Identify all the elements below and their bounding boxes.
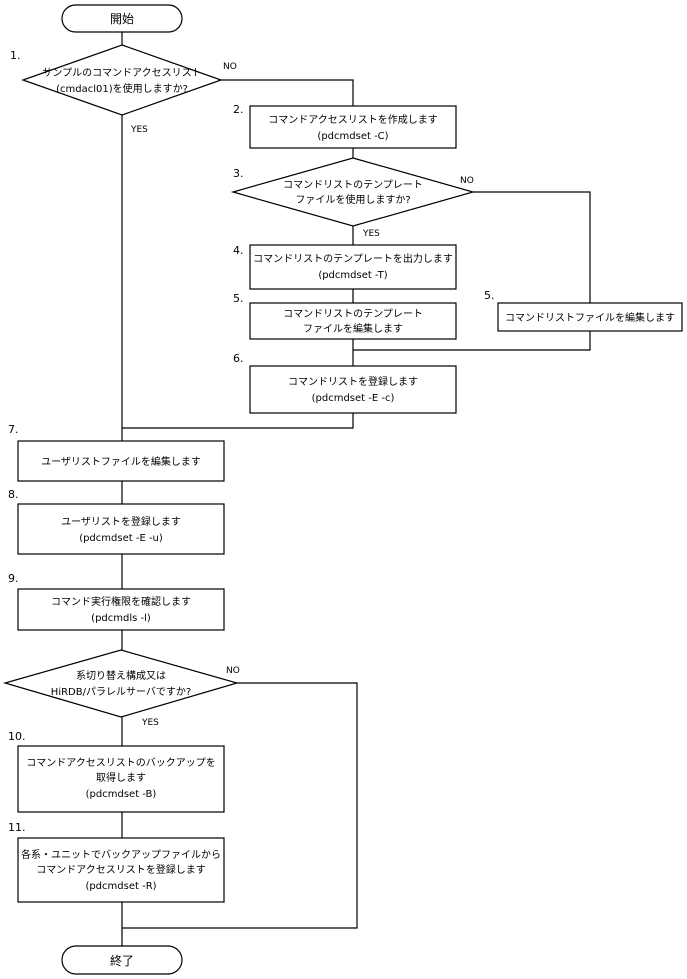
process-9: 9. コマンド実行権限を確認します (pdcmdls -l): [8, 572, 225, 631]
step-number: 2.: [233, 103, 244, 116]
decision-cluster-line1: 系切り替え構成又は: [76, 669, 166, 682]
process-11-line1: 各系・ユニットでバックアップファイルから: [21, 848, 221, 861]
step-number: 10.: [8, 730, 26, 743]
no-label: NO: [223, 62, 237, 72]
process-5a-line2: ファイルを編集します: [303, 322, 403, 335]
process-10-line2: 取得します: [96, 772, 146, 784]
process-8-line1: ユーザリストを登録します: [61, 515, 181, 528]
step-number: 4.: [233, 244, 244, 257]
process-10-line1: コマンドアクセスリストのバックアップを: [26, 757, 216, 769]
decision-cluster: 系切り替え構成又は HiRDB/パラレルサーバですか? NO YES: [2, 649, 240, 728]
process-10-line3: (pdcmdset -B): [86, 789, 157, 800]
decision-1: 1. サンプルのコマンドアクセスリスト (cmdacl01)を使用しますか? N…: [10, 44, 237, 135]
no-label: NO: [460, 176, 474, 186]
process-8: 8. ユーザリストを登録します (pdcmdset -E -u): [8, 488, 225, 555]
step-number: 1.: [10, 49, 21, 62]
start-terminator: 開始: [61, 4, 183, 33]
process-2: 2. コマンドアクセスリストを作成します (pdcmdset -C): [233, 103, 457, 149]
end-terminator: 終了: [61, 945, 183, 975]
process-9-line1: コマンド実行権限を確認します: [51, 595, 191, 608]
process-7-line1: ユーザリストファイルを編集します: [41, 455, 201, 468]
decision-3-line2: ファイルを使用しますか?: [295, 193, 410, 206]
decision-3-line1: コマンドリストのテンプレート: [283, 179, 423, 191]
end-label: 終了: [110, 953, 134, 968]
yes-label: YES: [130, 125, 148, 135]
decision-1-line1: サンプルのコマンドアクセスリスト: [42, 67, 201, 79]
process-11-line2: コマンドアクセスリストを登録します: [36, 863, 206, 876]
decision-1-line2: (cmdacl01)を使用しますか?: [56, 82, 188, 95]
step-number: 9.: [8, 572, 19, 585]
step-number: 8.: [8, 488, 19, 501]
process-9-line2: (pdcmdls -l): [91, 613, 151, 624]
process-11-line3: (pdcmdset -R): [85, 881, 156, 892]
process-6: 6. コマンドリストを登録します (pdcmdset -E -c): [233, 352, 457, 414]
decision-3: 3. コマンドリストのテンプレート ファイルを使用しますか? NO YES: [230, 157, 476, 239]
step-number: 6.: [233, 352, 244, 365]
start-label: 開始: [110, 12, 134, 26]
process-10: 10. コマンドアクセスリストのバックアップを 取得します (pdcmdset …: [8, 730, 225, 813]
process-5a: 5. コマンドリストのテンプレート ファイルを編集します: [233, 292, 457, 340]
process-5a-line1: コマンドリストのテンプレート: [283, 308, 423, 320]
process-2-line1: コマンドアクセスリストを作成します: [268, 114, 438, 126]
step-number: 5.: [233, 292, 244, 305]
process-5b-line1: コマンドリストファイルを編集します: [505, 311, 675, 324]
connectors: [121, 32, 591, 946]
process-6-line2: (pdcmdset -E -c): [312, 393, 395, 404]
process-8-line2: (pdcmdset -E -u): [79, 533, 163, 544]
step-number: 5.: [484, 289, 495, 302]
process-4-line1: コマンドリストのテンプレートを出力します: [253, 252, 453, 265]
step-number: 11.: [8, 821, 26, 834]
no-label: NO: [226, 666, 240, 676]
process-7: 7. ユーザリストファイルを編集します: [8, 423, 225, 482]
yes-label: YES: [141, 718, 159, 728]
process-11: 11. 各系・ユニットでバックアップファイルから コマンドアクセスリストを登録し…: [8, 821, 225, 903]
decision-cluster-line2: HiRDB/パラレルサーバですか?: [51, 686, 191, 698]
step-number: 7.: [8, 423, 19, 436]
process-4: 4. コマンドリストのテンプレートを出力します (pdcmdset -T): [233, 244, 457, 290]
process-2-line2: (pdcmdset -C): [317, 131, 388, 142]
process-4-line2: (pdcmdset -T): [318, 270, 387, 281]
yes-label: YES: [362, 229, 380, 239]
step-number: 3.: [233, 167, 244, 180]
process-5b: 5. コマンドリストファイルを編集します: [484, 289, 683, 332]
process-6-line1: コマンドリストを登録します: [288, 375, 418, 388]
